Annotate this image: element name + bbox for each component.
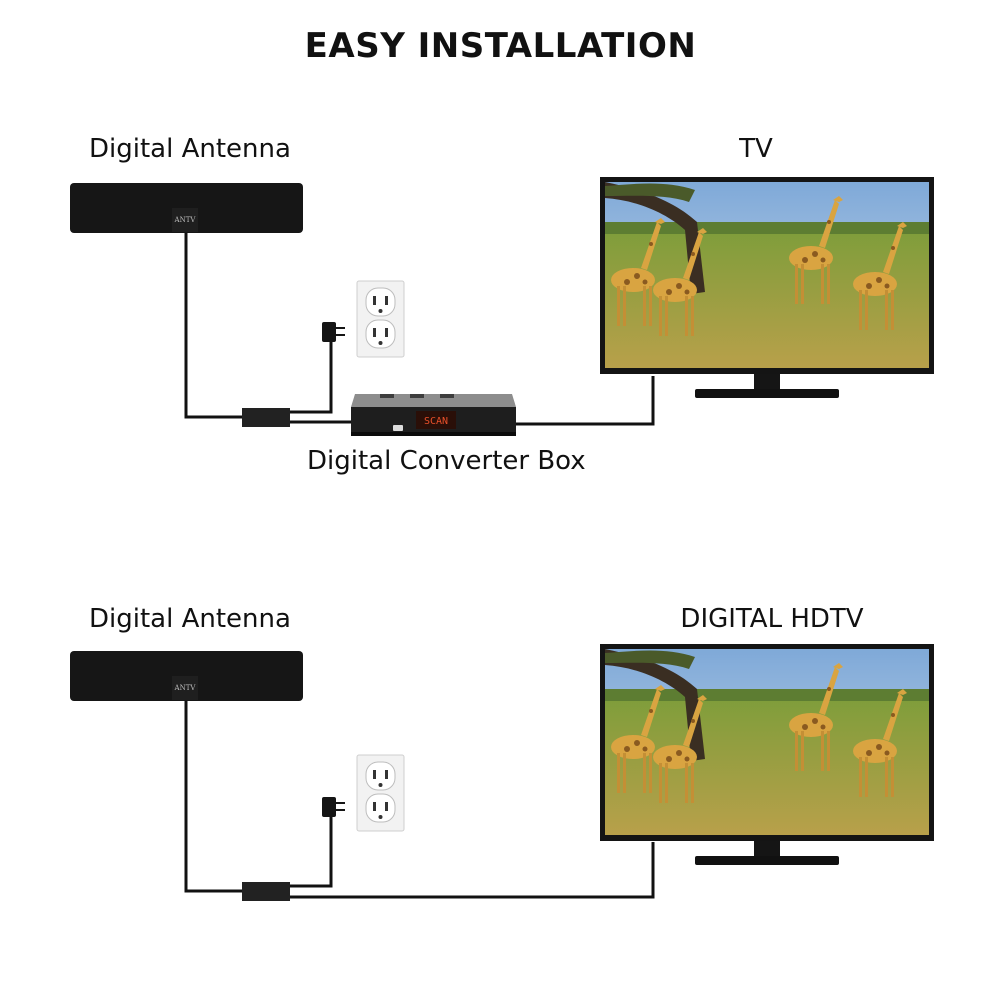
wall-outlet-2: [356, 754, 405, 832]
antenna-2: ANTV: [70, 651, 303, 701]
antenna-label-1: Digital Antenna: [89, 134, 291, 164]
power-adapter-2: [322, 797, 345, 817]
converter-box: SCAN: [351, 394, 516, 436]
antenna-brand-1: ANTV: [174, 216, 197, 224]
wall-outlet-1: [356, 280, 405, 358]
antenna-brand-2: ANTV: [174, 684, 197, 692]
rf-splitter-2: [242, 882, 290, 901]
power-adapter-1: [322, 322, 345, 342]
converter-box-label: Digital Converter Box: [307, 446, 586, 476]
cable-setup-2: [184, 701, 655, 899]
rf-splitter-1: [242, 408, 290, 427]
tv-label: TV: [739, 134, 773, 164]
page-title: EASY INSTALLATION: [304, 26, 697, 66]
hdtv: [600, 644, 934, 865]
tv-1: [600, 177, 934, 398]
converter-display: SCAN: [424, 416, 448, 427]
hdtv-label: DIGITAL HDTV: [680, 604, 864, 634]
antenna-label-2: Digital Antenna: [89, 604, 291, 634]
antenna-1: ANTV: [70, 183, 303, 233]
cable-setup-1: [184, 233, 655, 426]
